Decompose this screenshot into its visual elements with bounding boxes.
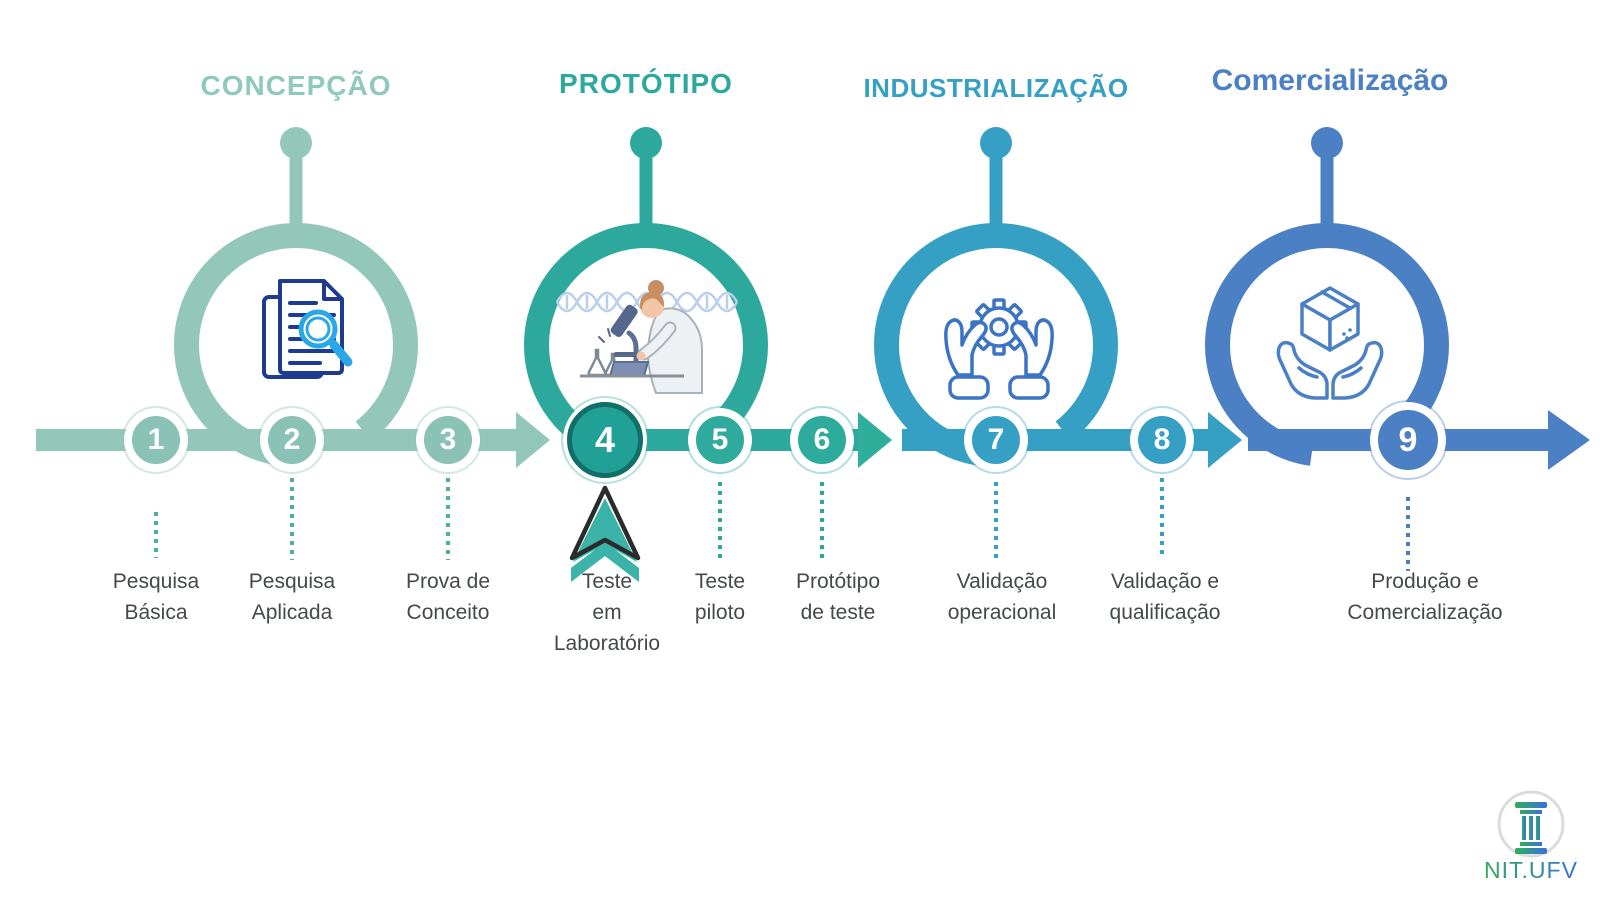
dotted-connector-7 [994, 482, 998, 560]
step-circle-2: 2 [264, 412, 320, 468]
ring-stem [1320, 150, 1334, 230]
ring-stem [989, 150, 1003, 230]
phase-title-prototipo: PROTÓTIPO [559, 68, 733, 99]
ring-stem [639, 150, 653, 230]
hands-box-icon [1276, 286, 1384, 400]
ring-top-dot [1311, 127, 1343, 159]
step-circle-1: 1 [128, 412, 184, 468]
ring-arc [874, 223, 1118, 467]
arrowhead-icon [516, 412, 550, 468]
chevron-icon [571, 542, 639, 582]
phase-ring-prototipo [524, 127, 768, 467]
greek-column-icon [1515, 802, 1547, 854]
dotted-connector-1 [154, 512, 158, 558]
logo-circle [1497, 790, 1565, 858]
box-dots [1342, 328, 1352, 340]
step-number: 5 [711, 423, 729, 456]
step-number: 4 [594, 419, 616, 460]
ring-stem [289, 150, 303, 230]
left-hand [1276, 340, 1329, 400]
step-number: 2 [283, 423, 301, 456]
phase-title-comercializacao: Comercialização [1211, 64, 1449, 97]
right-hand [1008, 318, 1054, 400]
dotted-connector-6 [820, 482, 824, 560]
hair [639, 292, 665, 310]
dotted-connector-8 [1160, 478, 1164, 554]
arrowhead-icon [1548, 410, 1590, 470]
left-hand [944, 318, 990, 400]
step-number: 9 [1398, 420, 1418, 459]
arrowhead-icon [858, 412, 892, 468]
step-number: 7 [987, 423, 1005, 456]
ring-top-dot [280, 127, 312, 159]
step-number: 3 [439, 423, 457, 456]
phase-ring-comercializacao [1205, 127, 1449, 467]
scientist-microscope-icon [555, 280, 739, 394]
right-hand [1331, 340, 1384, 400]
step-number: 6 [813, 423, 831, 456]
phase-title-concepcao: CONCEPÇÃO [200, 70, 392, 101]
dotted-connector-3 [446, 478, 450, 560]
arrowhead-icon [1208, 412, 1242, 468]
hair-bun [648, 280, 664, 296]
step-circle-9: 9 [1374, 406, 1442, 474]
up-arrow-icon [573, 498, 637, 562]
step-circle-3: 3 [420, 412, 476, 468]
dotted-connector-5 [718, 482, 722, 560]
document-magnifier-icon [262, 279, 353, 379]
package-box [1300, 286, 1360, 352]
dotted-connector-2 [290, 478, 294, 560]
current-stage-marker [569, 485, 641, 582]
step-number: 1 [147, 423, 165, 456]
step-number: 8 [1153, 423, 1171, 456]
step-circle-6: 6 [794, 412, 850, 468]
hands-gear-icon [944, 298, 1054, 400]
microscope [598, 304, 650, 377]
arm [639, 323, 675, 359]
step-circle-4-highlighted: 4 [567, 402, 643, 478]
step-circle-8: 8 [1134, 412, 1190, 468]
hand [636, 351, 646, 361]
ring-arc [524, 223, 768, 467]
nit-ufv-logo: NIT.UFV [1484, 790, 1578, 883]
step-circle-5: 5 [692, 412, 748, 468]
ring-arc [174, 223, 418, 467]
step-circle-7: 7 [968, 412, 1024, 468]
logo-text: NIT.UFV [1484, 857, 1578, 883]
dotted-connector-9 [1406, 497, 1410, 571]
flask [587, 348, 607, 377]
phase-ring-concepcao [174, 127, 418, 467]
ring-top-dot [630, 127, 662, 159]
arrow-outline [569, 485, 641, 561]
phase-title-industrializacao: INDUSTRIALIZAÇÃO [863, 73, 1129, 103]
phase-ring-industrializacao [874, 127, 1118, 467]
ring-arc [1205, 223, 1449, 467]
ring-top-dot [980, 127, 1012, 159]
